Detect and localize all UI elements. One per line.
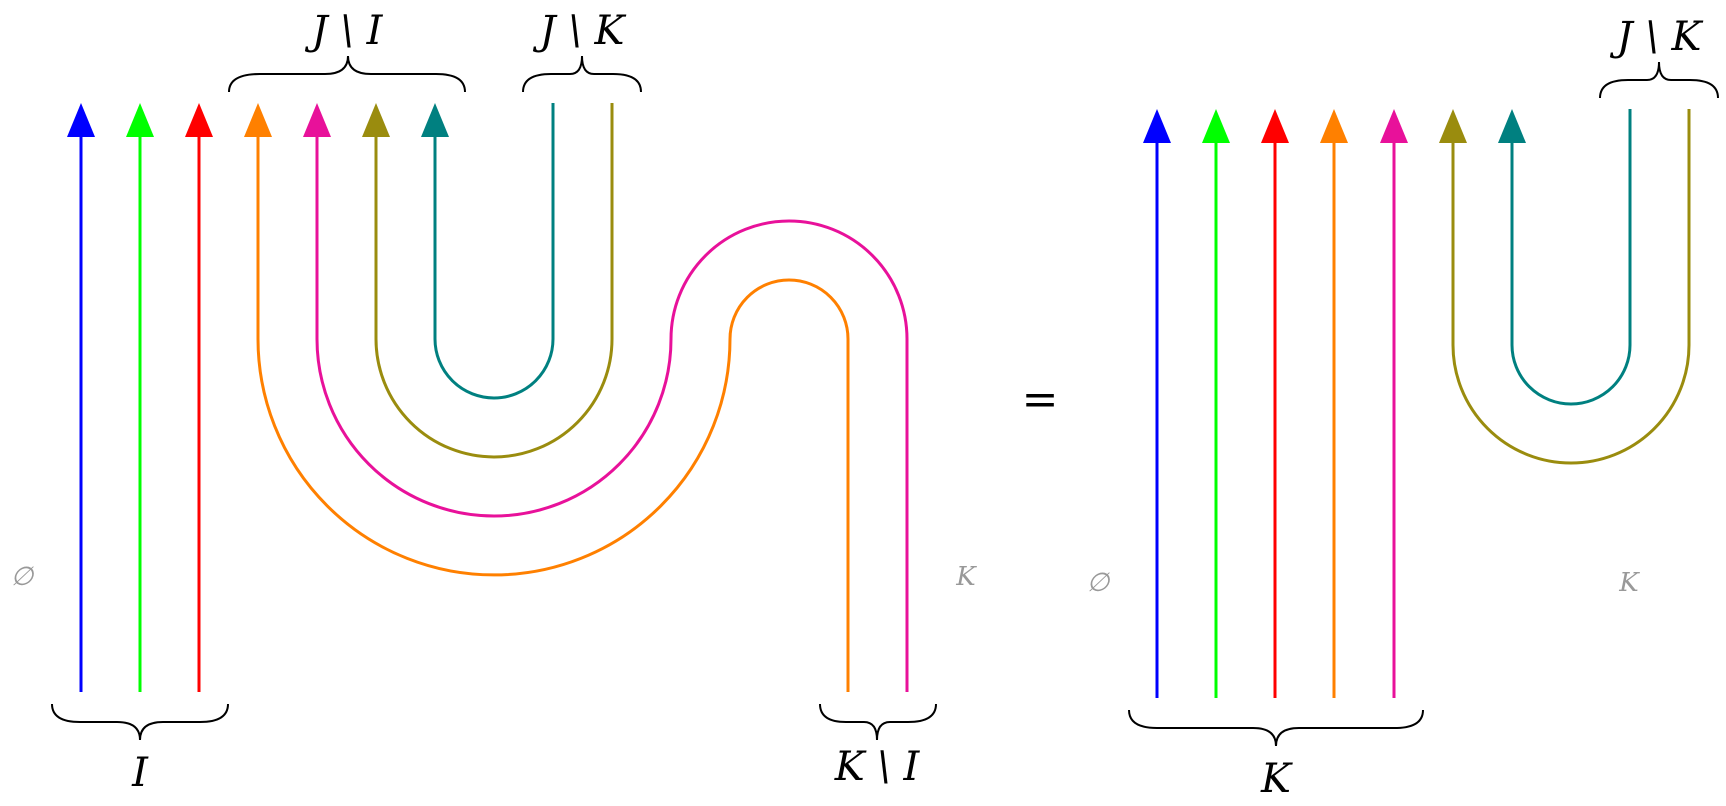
brace-top-JK-right (1599, 61, 1719, 99)
arrowhead-orange-left (244, 103, 272, 137)
label-right-top-JK: J \ K (1610, 14, 1704, 60)
equals-sign: = (1022, 374, 1059, 425)
arrowhead-red-left (185, 103, 213, 137)
label-region-emptyset-left: ∅ (11, 562, 35, 592)
brace-bottom-KI (819, 703, 937, 741)
label-left-bottom-KI: K \ I (834, 744, 921, 790)
arrowhead-green-right (1202, 109, 1230, 143)
label-left-top-JK: J \ K (533, 8, 627, 54)
arrowhead-magenta-left (303, 103, 331, 137)
label-right-bottom-K: K (1260, 756, 1293, 802)
strand-teal-cup-right (1510, 109, 1632, 406)
label-left-bottom-I: I (131, 750, 149, 796)
arrowhead-olive-left (362, 103, 390, 137)
brace-top-JK-left (522, 55, 642, 93)
strand-olive-cup-left (374, 103, 614, 459)
strand-orange-snake-left (256, 135, 850, 692)
arrowhead-blue-left (67, 103, 95, 137)
label-region-emptyset-right: ∅ (1087, 568, 1111, 598)
arrowhead-magenta-right (1380, 109, 1408, 143)
arrowhead-blue-right (1143, 109, 1171, 143)
arrowhead-orange-right (1320, 109, 1348, 143)
brace-bottom-K-right (1128, 709, 1424, 747)
right-diagram: J \ K K ∅ K (1087, 14, 1719, 802)
strand-olive-cup-right (1451, 109, 1691, 465)
label-region-K-left: K (955, 562, 977, 592)
label-left-top-JI: J \ I (305, 8, 384, 54)
strand-teal-cup-left (433, 103, 555, 400)
brace-top-JI (228, 55, 466, 93)
arrowhead-olive-right (1439, 109, 1467, 143)
left-diagram: J \ I J \ K I K \ I ∅ K (11, 8, 978, 796)
brace-bottom-I (51, 703, 229, 741)
arrowhead-teal-left (421, 103, 449, 137)
arrowhead-teal-right (1498, 109, 1526, 143)
strand-magenta-snake-left (315, 135, 909, 692)
arrowhead-red-right (1261, 109, 1289, 143)
label-region-K-right: K (1618, 568, 1640, 598)
arrowhead-green-left (126, 103, 154, 137)
